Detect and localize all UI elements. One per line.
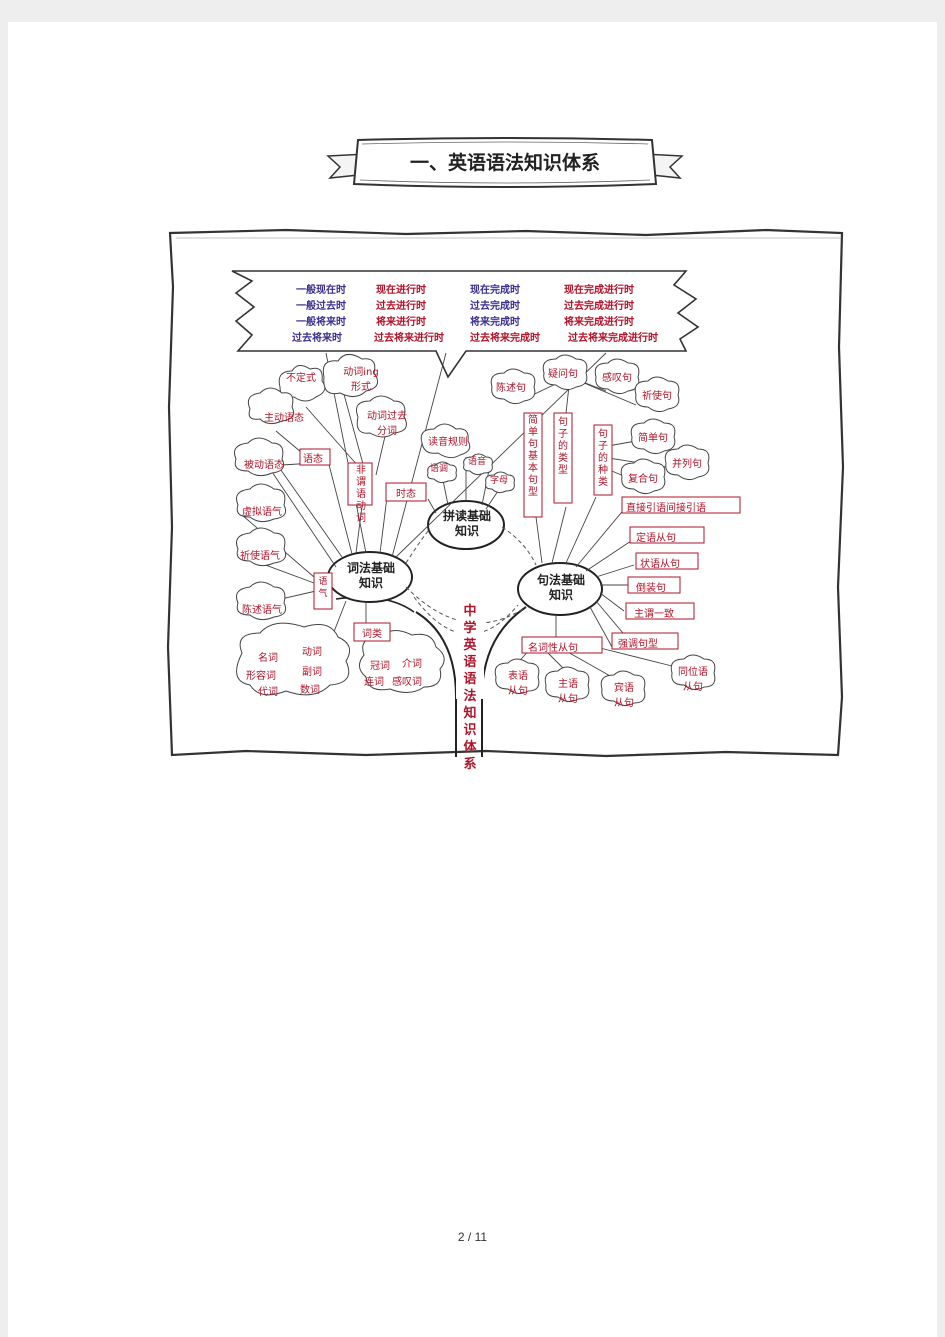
- node-direct-indirect-speech: 直接引语间接引语: [626, 503, 706, 514]
- node-tense: 时态: [396, 489, 416, 500]
- tense-simple-present: 一般现在时: [296, 285, 346, 296]
- tense-past-perfect-continuous: 过去完成进行时: [564, 301, 634, 312]
- tense-simple-future: 一般将来时: [296, 317, 346, 328]
- tense-future-perfect: 将来完成时: [470, 317, 520, 328]
- page-number: 2 / 11: [457, 1230, 488, 1244]
- node-complex-sentence: 复合句: [628, 474, 658, 485]
- word-pronoun: 代词: [258, 687, 278, 698]
- document-page: 一、英语语法知识体系: [8, 22, 937, 1337]
- word-noun: 名词: [258, 653, 278, 664]
- node-gerund: 动词ing形式: [343, 367, 379, 393]
- node-emphasis-pattern: 强调句型: [618, 639, 658, 650]
- node-basic-patterns: 简单句基本句型: [528, 415, 538, 498]
- title-banner: 一、英语语法知识体系: [326, 134, 684, 196]
- node-voice: 语态: [303, 454, 323, 465]
- word-article: 冠词: [370, 661, 390, 672]
- node-active-voice: 主动语态: [264, 413, 304, 424]
- node-sentence-types: 句子的类型: [558, 417, 568, 476]
- tense-present-perfect: 现在完成时: [470, 285, 520, 296]
- node-nominal-clause: 名词性从句: [528, 643, 578, 654]
- node-inversion: 倒装句: [636, 583, 666, 594]
- node-pronunciation-rules: 读音规则: [428, 437, 468, 448]
- node-word-class: 词类: [362, 629, 382, 640]
- node-infinitive: 不定式: [286, 373, 316, 384]
- word-numeral: 数词: [300, 685, 320, 696]
- node-phonetics: 语音: [468, 457, 487, 467]
- node-subject-clause: 主语从句: [558, 679, 578, 705]
- node-attributive-clause: 定语从句: [636, 533, 676, 544]
- node-participle: 动词过去分词: [367, 411, 407, 437]
- tense-future-perfect-continuous: 将来完成进行时: [564, 317, 634, 328]
- hub-phonics: 拼读基础知识: [442, 509, 491, 538]
- node-subject-verb-agreement: 主谓一致: [634, 609, 674, 620]
- node-imperative-mood: 祈使语气: [240, 551, 280, 562]
- tense-past-future: 过去将来时: [292, 333, 342, 344]
- tense-present-perfect-continuous: 现在完成进行时: [564, 285, 634, 296]
- node-compound-sentence: 并列句: [672, 459, 702, 470]
- section-title: 一、英语语法知识体系: [409, 152, 600, 174]
- mind-map-lines: [166, 228, 845, 758]
- tense-past-continuous: 过去进行时: [376, 301, 426, 312]
- node-predicative-clause: 表语从句: [508, 671, 528, 697]
- node-object-clause: 宾语从句: [614, 683, 634, 709]
- node-simple-sentence: 简单句: [638, 433, 668, 444]
- tense-simple-past: 一般过去时: [296, 301, 346, 312]
- node-mood: 语气: [318, 577, 328, 599]
- grammar-mind-map: 一般现在时 现在进行时 现在完成时 现在完成进行时 一般过去时 过去进行时 过去…: [166, 227, 846, 772]
- node-appositive-clause: 同位语从句: [678, 667, 708, 693]
- node-intonation: 语调: [430, 464, 449, 474]
- node-sentence-kinds: 句子的种类: [598, 429, 608, 488]
- word-verb: 动词: [302, 647, 322, 658]
- word-conjunction: 连词: [364, 677, 384, 688]
- tense-past-future-continuous: 过去将来进行时: [374, 333, 444, 344]
- node-indicative: 陈述语气: [242, 605, 282, 616]
- hub-lexical: 词法基础知识: [346, 561, 395, 590]
- tense-past-perfect: 过去完成时: [470, 301, 520, 312]
- node-letters: 字母: [490, 476, 509, 486]
- word-interjection: 感叹词: [392, 677, 422, 688]
- word-adjective: 形容词: [246, 671, 276, 682]
- trunk-center-label: 中学英语语法知识体系: [463, 604, 477, 772]
- node-declarative: 陈述句: [496, 383, 526, 394]
- tense-future-continuous: 将来进行时: [376, 317, 426, 328]
- node-imperative-sentence: 祈使句: [642, 391, 672, 402]
- node-passive-voice: 被动语态: [244, 460, 284, 471]
- hub-syntax: 句法基础知识: [536, 573, 585, 602]
- word-adverb: 副词: [302, 667, 322, 678]
- node-subjunctive: 虚拟语气: [242, 507, 282, 518]
- word-preposition: 介词: [402, 659, 422, 670]
- tense-past-future-perfect-continuous: 过去将来完成进行时: [568, 333, 658, 344]
- node-interrogative: 疑问句: [548, 369, 578, 380]
- tense-past-future-perfect: 过去将来完成时: [470, 333, 540, 344]
- node-exclamatory: 感叹句: [602, 373, 632, 384]
- node-adverbial-clause: 状语从句: [640, 559, 680, 570]
- tense-present-continuous: 现在进行时: [376, 285, 426, 296]
- ribbon-graphic: [326, 137, 684, 188]
- node-nonfinite: 非谓语动词: [356, 465, 366, 524]
